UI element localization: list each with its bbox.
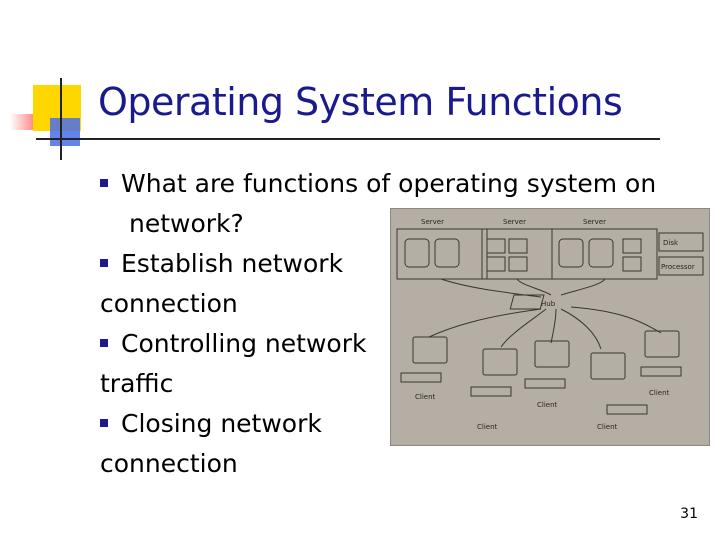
slide-title: Operating System Functions bbox=[98, 80, 623, 124]
client-label: Client bbox=[649, 389, 670, 397]
client-monitor bbox=[644, 330, 680, 358]
client-label: Client bbox=[415, 393, 436, 401]
bullet-text: Establish network bbox=[121, 249, 344, 278]
client-monitor bbox=[534, 340, 570, 368]
legend-label: Disk bbox=[663, 239, 679, 247]
decor-blue-square bbox=[50, 118, 80, 146]
network-diagram: Server Server Server Disk Processor Hub … bbox=[390, 208, 710, 446]
client-monitor bbox=[590, 352, 626, 380]
bullet-item-4: Closing network connection bbox=[100, 404, 680, 484]
client-monitor bbox=[482, 348, 518, 376]
client-keyboard bbox=[640, 366, 682, 377]
client-keyboard bbox=[400, 372, 442, 383]
server-label: Server bbox=[583, 218, 606, 226]
server-label: Server bbox=[503, 218, 526, 226]
hub-label: Hub bbox=[541, 300, 556, 308]
bullet-text: Controlling network bbox=[121, 329, 367, 358]
bullet-square-icon bbox=[100, 419, 108, 427]
network-diagram-svg: Server Server Server Disk Processor Hub … bbox=[396, 218, 704, 431]
bullet-list: What are functions of operating system o… bbox=[100, 164, 680, 484]
bullet-text: connection bbox=[100, 449, 238, 478]
client-keyboard bbox=[606, 404, 648, 415]
client-keyboard bbox=[524, 378, 566, 389]
client-monitor bbox=[412, 336, 448, 364]
legend-label: Processor bbox=[661, 263, 695, 271]
client-label: Client bbox=[537, 401, 558, 409]
bullet-square-icon bbox=[100, 179, 108, 187]
bullet-item-1: What are functions of operating system o… bbox=[100, 164, 680, 244]
bullet-text: Closing network bbox=[121, 409, 322, 438]
client-keyboard bbox=[470, 386, 512, 397]
bullet-square-icon bbox=[100, 259, 108, 267]
bullet-text: traffic bbox=[100, 369, 174, 398]
page-number: 31 bbox=[680, 506, 698, 522]
bullet-text: What are functions of operating system o… bbox=[121, 169, 657, 198]
decor-vertical-line bbox=[60, 78, 62, 160]
server-label: Server bbox=[421, 218, 444, 226]
client-label: Client bbox=[597, 423, 618, 431]
decor-horizontal-line bbox=[36, 138, 660, 140]
bullet-item-2: Establish network connection bbox=[100, 244, 680, 324]
bullet-text: network? bbox=[129, 209, 244, 238]
bullet-square-icon bbox=[100, 339, 108, 347]
bullet-item-3: Controlling network traffic bbox=[100, 324, 680, 404]
client-label: Client bbox=[477, 423, 498, 431]
server-block bbox=[396, 228, 488, 280]
bullet-text: connection bbox=[100, 289, 238, 318]
